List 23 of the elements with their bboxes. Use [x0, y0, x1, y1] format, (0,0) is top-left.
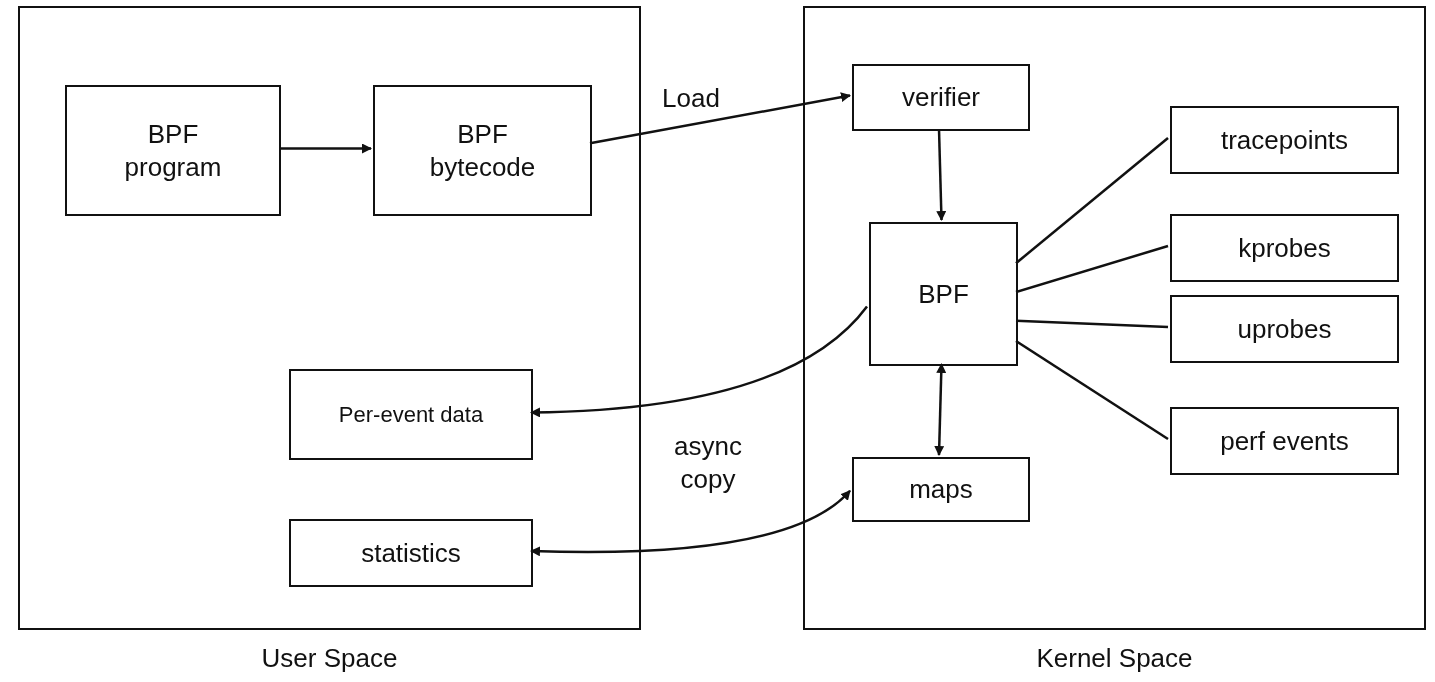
connector-line [1015, 339, 1169, 441]
connector-line [1015, 137, 1169, 265]
process-box: perf events [1170, 407, 1399, 475]
arrow [279, 143, 372, 154]
arrow [936, 128, 947, 221]
process-box: uprobes [1170, 295, 1399, 363]
process-box: statistics [289, 519, 533, 587]
connector-line [1015, 319, 1169, 329]
process-box: Per-event data [289, 369, 533, 460]
arrow [934, 363, 947, 456]
process-box: BPF program [65, 85, 281, 216]
process-box: BPF [869, 222, 1018, 366]
process-box: BPF bytecode [373, 85, 592, 216]
process-box: kprobes [1170, 214, 1399, 282]
arrow [530, 305, 868, 418]
arrow [530, 489, 851, 557]
region-label: Kernel Space [1036, 643, 1193, 673]
region-label: User Space [261, 643, 398, 673]
process-box: maps [852, 457, 1030, 522]
process-box: tracepoints [1170, 106, 1399, 174]
connector-line [1015, 244, 1169, 294]
arrow [589, 92, 851, 145]
process-box: verifier [852, 64, 1030, 131]
